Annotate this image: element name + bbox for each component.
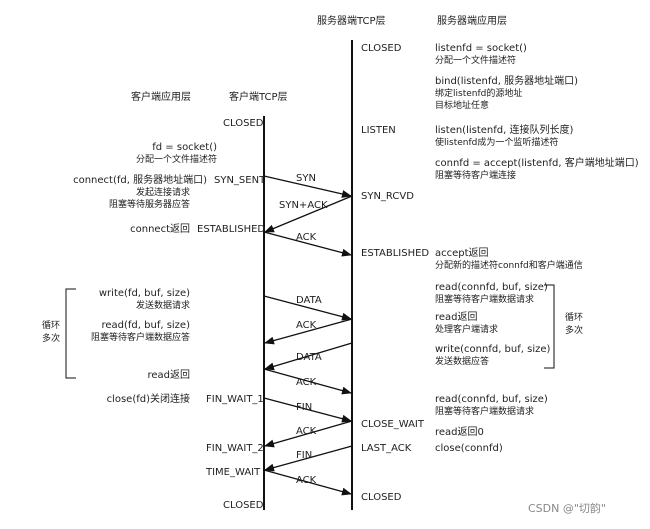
arrow-ack-5 <box>263 469 352 496</box>
server-note-socket-desc: 分配一个文件描述符 <box>435 54 516 66</box>
segment-label-ack-3: ACK <box>296 377 317 388</box>
header-server-tcp: 服务器端TCP层 <box>317 14 386 27</box>
server-state-closed-top: CLOSED <box>361 43 402 54</box>
server-note-close: close(connfd) <box>435 443 503 454</box>
segment-label-ack-2: ACK <box>296 320 317 331</box>
server-note-read-1: read(connfd, buf, size) <box>435 282 548 293</box>
client-note-close: close(fd)关闭连接 <box>107 392 190 405</box>
watermark: CSDN @"切韵" <box>528 501 606 515</box>
client-note-read-desc: 阻塞等待客户端数据应答 <box>91 331 190 343</box>
header-server-app: 服务器端应用层 <box>437 14 507 27</box>
server-note-listen-desc: 使listenfd成为一个监听描述符 <box>435 136 558 148</box>
arrow-ack-3 <box>263 368 352 395</box>
client-state-established: ESTABLISHED <box>197 224 265 235</box>
client-note-read-ret: read返回 <box>147 369 190 381</box>
client-note-connect: connect(fd, 服务器地址端口) <box>73 173 207 186</box>
server-note-listen: listen(listenfd, 连接队列长度) <box>435 123 573 136</box>
client-loop-bracket <box>65 288 76 379</box>
segment-label-ack-4: ACK <box>296 426 317 437</box>
server-note-write-desc: 发送数据应答 <box>435 355 489 367</box>
server-note-read-ret: read返回 <box>435 311 478 323</box>
client-state-time-wait: TIME_WAIT <box>205 467 261 478</box>
server-note-accept-ret-desc: 分配新的描述符connfd和客户端通信 <box>435 259 583 271</box>
server-note-accept: connfd = accept(listenfd, 客户端地址端口) <box>435 156 639 169</box>
arrow-data-1 <box>263 295 352 321</box>
server-loop-bracket <box>544 284 555 369</box>
client-note-write-desc: 发送数据请求 <box>136 299 190 311</box>
client-note-connect-desc2: 阻塞等待服务器应答 <box>109 198 190 210</box>
segment-label-ack-1: ACK <box>296 232 317 243</box>
server-state-closed-bottom: CLOSED <box>361 492 402 503</box>
client-loop-label-2: 多次 <box>42 332 60 344</box>
server-note-socket: listenfd = socket() <box>435 43 527 54</box>
arrow-data-2 <box>264 342 353 371</box>
server-note-bind-desc2: 目标地址任意 <box>435 99 489 111</box>
server-loop-label-1: 循环 <box>565 311 583 323</box>
server-state-close-wait: CLOSE_WAIT <box>361 419 425 430</box>
client-state-fin-wait-1: FIN_WAIT_1 <box>206 394 264 405</box>
client-note-connect-desc1: 发起连接请求 <box>136 186 190 198</box>
arrow-fin-1 <box>263 397 352 423</box>
segment-label-data-1: DATA <box>296 295 322 306</box>
segment-label-syn: SYN <box>296 173 316 184</box>
client-state-fin-wait-2: FIN_WAIT_2 <box>206 443 264 454</box>
server-note-accept-ret: accept返回 <box>435 247 489 259</box>
arrow-ack-2 <box>264 318 353 345</box>
segment-label-data-2: DATA <box>296 352 322 363</box>
server-state-established: ESTABLISHED <box>361 248 429 259</box>
segment-label-ack-5: ACK <box>296 475 317 486</box>
segment-label-syn-ack: SYN+ACK <box>279 200 328 211</box>
arrow-fin-2 <box>264 445 353 472</box>
segment-label-fin-2: FIN <box>296 450 312 461</box>
server-note-write: write(connfd, buf, size) <box>435 344 551 355</box>
client-state-closed-top: CLOSED <box>223 118 264 129</box>
arrow-syn-ack <box>264 195 353 233</box>
server-note-bind: bind(listenfd, 服务器地址端口) <box>435 74 578 87</box>
segment-label-fin-1: FIN <box>296 402 312 413</box>
server-note-read-2-desc: 阻塞等待客户端数据请求 <box>435 405 534 417</box>
client-state-syn-sent: SYN_SENT <box>214 175 266 186</box>
client-note-socket-desc: 分配一个文件描述符 <box>136 153 217 165</box>
arrow-ack-1 <box>263 231 352 257</box>
client-note-write: write(fd, buf, size) <box>99 288 190 299</box>
server-state-listen: LISTEN <box>361 125 396 136</box>
arrow-syn <box>263 175 352 198</box>
server-note-bind-desc1: 绑定listenfd的源地址 <box>435 87 522 99</box>
server-note-read-ret-desc: 处理客户端请求 <box>435 323 498 335</box>
client-loop-label-1: 循环 <box>42 319 60 331</box>
arrow-ack-4 <box>264 420 353 448</box>
server-state-syn-rcvd: SYN_RCVD <box>361 191 414 202</box>
client-note-socket: fd = socket() <box>152 142 217 153</box>
server-note-read-zero: read返回0 <box>435 426 484 438</box>
header-client-tcp: 客户端TCP层 <box>229 90 288 103</box>
header-client-app: 客户端应用层 <box>131 90 191 103</box>
server-note-read-1-desc: 阻塞等待客户端数据请求 <box>435 293 534 305</box>
server-note-read-2: read(connfd, buf, size) <box>435 394 548 405</box>
server-note-accept-desc: 阻塞等待客户端连接 <box>435 169 516 181</box>
server-loop-label-2: 多次 <box>565 324 583 336</box>
client-note-read: read(fd, buf, size) <box>101 320 190 331</box>
client-note-connect-ret: connect返回 <box>130 223 190 235</box>
server-state-last-ack: LAST_ACK <box>361 443 412 454</box>
client-state-closed-bottom: CLOSED <box>223 500 264 511</box>
